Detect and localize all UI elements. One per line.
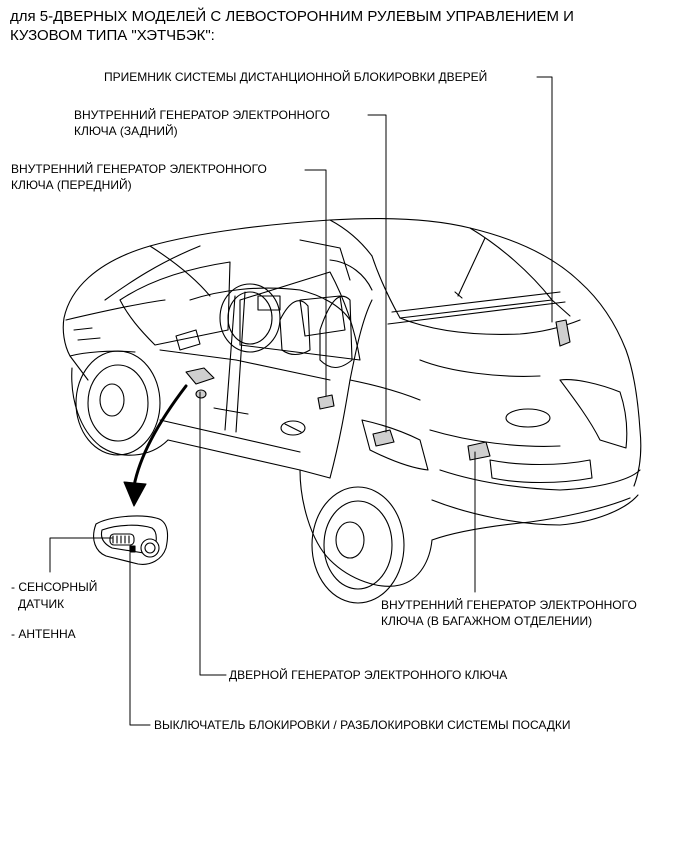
luggage-oscillator-label-1: ВНУТРЕННИЙ ГЕНЕРАТОР ЭЛЕКТРОННОГО [381, 598, 637, 612]
touch-sensor-label-2: ДАТЧИК [18, 597, 65, 611]
touch-sensor-label-1: - СЕНСОРНЫЙ [11, 580, 98, 594]
rear-oscillator-label-1: ВНУТРЕННИЙ ГЕНЕРАТОР ЭЛЕКТРОННОГО [74, 108, 330, 122]
door-oscillator-label: ДВЕРНОЙ ГЕНЕРАТОР ЭЛЕКТРОННОГО КЛЮЧА [229, 668, 508, 682]
title-line-1: для 5-ДВЕРНЫХ МОДЕЛЕЙ С ЛЕВОСТОРОННИМ РУ… [10, 8, 574, 25]
antenna-label: - АНТЕННА [11, 627, 76, 641]
title-line-2: КУЗОВОМ ТИПА "ХЭТЧБЭК": [10, 27, 215, 44]
car-outline [62, 217, 642, 604]
rear-oscillator-part [372, 429, 395, 447]
door-handle-detail [93, 515, 169, 565]
luggage-oscillator-label-2: КЛЮЧА (В БАГАЖНОМ ОТДЕЛЕНИИ) [381, 614, 593, 628]
front-oscillator-label-2: КЛЮЧА (ПЕРЕДНИЙ) [11, 178, 132, 192]
front-oscillator-part [317, 394, 335, 410]
receiver-label: ПРИЕМНИК СИСТЕМЫ ДИСТАНЦИОННОЙ БЛОКИРОВК… [104, 70, 488, 84]
lock-switch-label: ВЫКЛЮЧАТЕЛЬ БЛОКИРОВКИ / РАЗБЛОКИРОВКИ С… [154, 718, 571, 732]
luggage-oscillator-part [467, 441, 491, 461]
remote-receiver-part [555, 319, 571, 347]
rear-oscillator-label-2: КЛЮЧА (ЗАДНИЙ) [74, 124, 178, 138]
door-handle-part [185, 367, 215, 399]
leader-lines [49, 76, 553, 726]
page-title: для 5-ДВЕРНЫХ МОДЕЛЕЙ С ЛЕВОСТОРОННИМ РУ… [10, 7, 574, 45]
front-oscillator-label-1: ВНУТРЕННИЙ ГЕНЕРАТОР ЭЛЕКТРОННОГО [11, 162, 267, 176]
zoom-arrow [123, 384, 188, 507]
